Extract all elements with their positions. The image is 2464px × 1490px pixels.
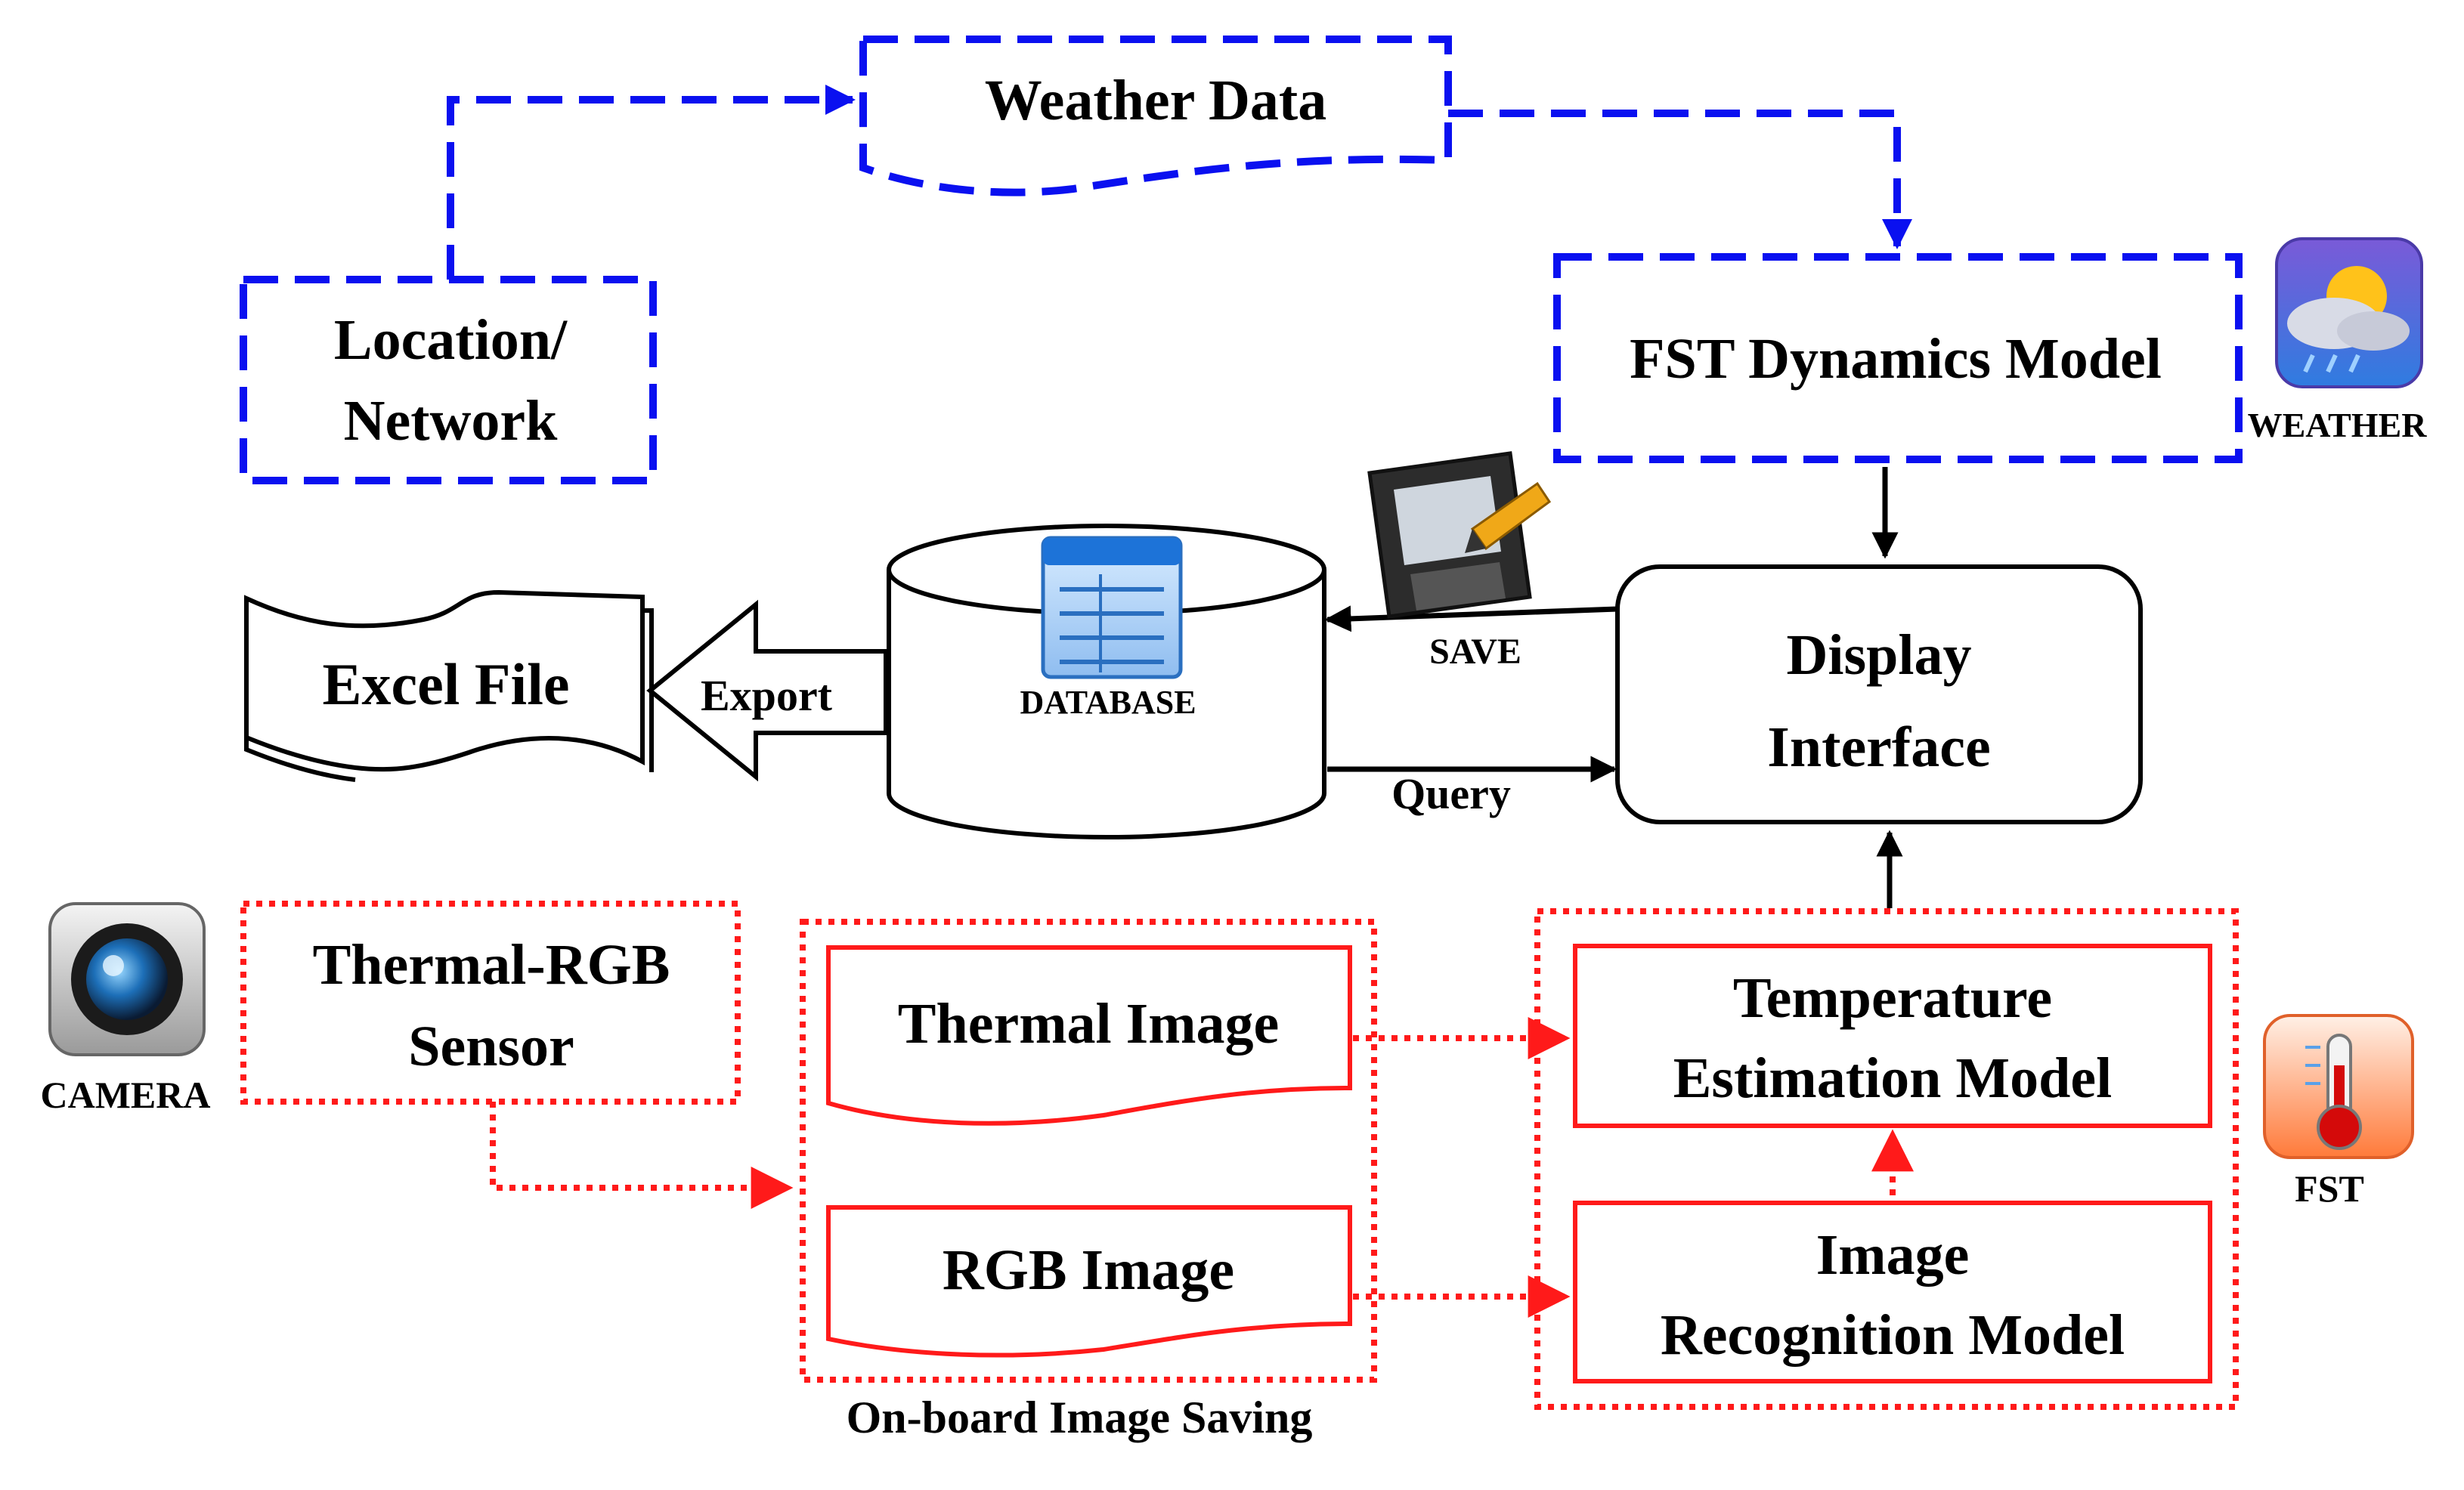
export-arrow bbox=[646, 599, 888, 782]
model-group-shape bbox=[1534, 908, 2239, 1410]
thermometer-icon bbox=[2263, 1014, 2414, 1159]
camera-icon bbox=[48, 902, 206, 1056]
temperature-estimation-shape bbox=[1573, 944, 2212, 1128]
weather-data-label: Weather Data bbox=[985, 69, 1326, 132]
recognition-label-line2: Recognition Model bbox=[1661, 1303, 2125, 1367]
floppy-disk-icon bbox=[1367, 451, 1552, 619]
export-label: Export bbox=[701, 671, 833, 720]
weather-branch bbox=[240, 36, 2243, 484]
excel-file-shadow bbox=[244, 608, 654, 782]
estimation-label-line2: Estimation Model bbox=[1673, 1046, 2113, 1110]
save-label: SAVE bbox=[1429, 632, 1521, 672]
weather-to-fst-arrow bbox=[1448, 110, 1912, 249]
rgb-image-shape bbox=[826, 1205, 1352, 1358]
estimation-label-line1: Temperature bbox=[1733, 966, 2052, 1030]
recognition-label-line1: Image bbox=[1816, 1223, 1970, 1287]
database-table-icon bbox=[1041, 536, 1183, 679]
location-label-line1: Location/ bbox=[334, 308, 568, 372]
weather-icon-caption: WEATHER bbox=[2248, 406, 2428, 444]
display-label-line2: Interface bbox=[1767, 716, 1990, 779]
fst-dynamics-label: FST Dynamics Model bbox=[1630, 327, 2162, 391]
onboard-group-shape bbox=[800, 919, 1377, 1383]
display-label-line1: Display bbox=[1787, 623, 1972, 687]
save-arrow bbox=[1324, 605, 1618, 632]
sensor-label-line1: Thermal-RGB bbox=[313, 933, 670, 997]
database-label: DATABASE bbox=[1020, 684, 1196, 721]
location-to-weather-arrow bbox=[447, 85, 856, 280]
sensor-label-line2: Sensor bbox=[408, 1015, 574, 1078]
weather-icon bbox=[2275, 237, 2423, 388]
display-interface-shape bbox=[1615, 564, 2143, 824]
location-label-line2: Network bbox=[344, 389, 559, 453]
fst-dynamics-shape bbox=[1553, 253, 2243, 463]
camera-icon-caption: CAMERA bbox=[41, 1074, 211, 1116]
excel-file-label: Excel File bbox=[322, 651, 569, 717]
query-label: Query bbox=[1391, 769, 1511, 818]
excel-file-shape bbox=[244, 589, 645, 772]
sensor-branch bbox=[240, 901, 2239, 1410]
onboard-group-label: On-board Image Saving bbox=[847, 1393, 1313, 1442]
sensor-to-onboard-arrow bbox=[490, 1102, 794, 1209]
image-recognition-shape bbox=[1573, 1201, 2212, 1383]
rgb-image-label: RGB Image bbox=[943, 1238, 1234, 1302]
fst-icon-caption: FST bbox=[2295, 1167, 2364, 1210]
weather-data-shape bbox=[859, 36, 1452, 196]
thermal-image-label: Thermal Image bbox=[898, 992, 1279, 1056]
thermal-image-shape bbox=[826, 945, 1352, 1126]
